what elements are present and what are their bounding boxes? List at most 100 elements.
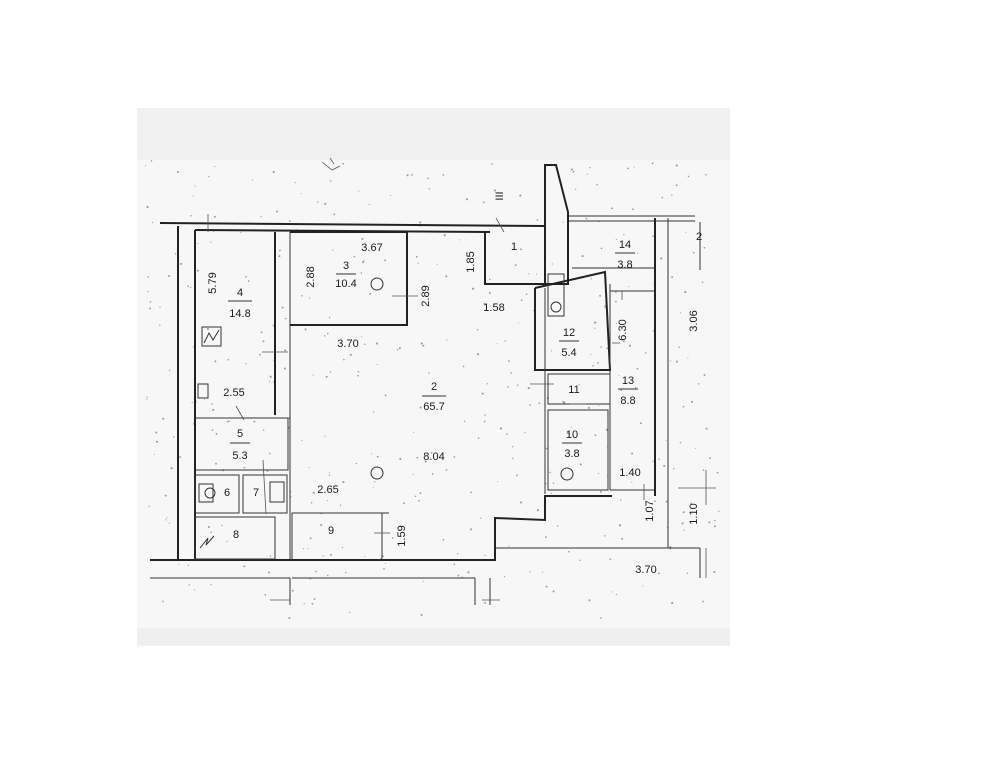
scan-speckle <box>207 525 210 529</box>
scan-speckle <box>411 174 413 176</box>
scan-speckle <box>631 452 634 455</box>
scan-speckle <box>284 317 287 320</box>
scan-speckle <box>587 406 591 409</box>
scan-speckle <box>529 571 531 573</box>
scan-speckle <box>389 194 392 197</box>
scan-speckle <box>361 237 364 240</box>
scan-speckle <box>214 215 216 218</box>
scan-speckle <box>556 525 559 527</box>
scan-speckle <box>309 537 312 540</box>
scan-speckle <box>701 281 704 283</box>
scan-speckle <box>165 519 167 521</box>
scan-speckle <box>563 401 566 404</box>
scan-speckle <box>665 439 667 441</box>
scan-speckle <box>419 492 422 495</box>
scan-speckle <box>172 436 175 438</box>
scan-speckle <box>403 502 406 505</box>
scan-speckle <box>678 346 680 348</box>
dimension-label: 1.85 <box>465 251 477 272</box>
scan-speckle <box>685 232 687 234</box>
scan-speckle <box>644 352 647 354</box>
section-mark: III <box>494 191 506 200</box>
scan-speckle <box>349 353 352 356</box>
scan-speckle <box>357 374 359 377</box>
scan-speckle <box>550 350 553 352</box>
scan-speckle <box>326 574 329 577</box>
scan-speckle <box>529 404 531 406</box>
scan-speckle <box>579 463 582 466</box>
scan-speckle <box>682 405 685 408</box>
scan-speckle <box>657 572 660 575</box>
scan-speckle <box>420 342 423 345</box>
scan-speckle <box>146 205 149 209</box>
scan-speckle <box>562 221 564 223</box>
ceiling-light-icon <box>370 466 384 480</box>
scan-speckle <box>610 207 613 210</box>
scan-speckle <box>146 396 148 398</box>
room-labels: 1 2 65.7 3 10.4 4 14.8 5 5.3 6 7 8 9 10 … <box>224 239 638 541</box>
scan-speckle <box>243 466 246 469</box>
scan-speckle <box>283 367 286 370</box>
scan-speckle <box>445 275 448 278</box>
north-mark-icon <box>321 157 341 171</box>
room-number: 6 <box>224 487 230 499</box>
scan-speckle <box>416 456 419 459</box>
scan-speckle <box>260 331 263 334</box>
scan-speckle <box>153 453 155 455</box>
scan-speckle <box>484 414 486 416</box>
scan-speckle <box>373 411 375 413</box>
scan-speckle <box>520 299 523 302</box>
scan-speckle <box>716 471 719 474</box>
dimension-label: 1.07 <box>644 500 656 521</box>
scan-speckle <box>307 547 309 549</box>
scan-speckle <box>516 384 519 386</box>
vent-icon <box>197 383 209 399</box>
scan-speckle <box>549 471 551 474</box>
scan-speckle <box>588 599 591 602</box>
walls <box>150 215 701 605</box>
room-area: 14.8 <box>229 308 250 320</box>
scan-speckle <box>226 540 228 543</box>
scan-speckle <box>615 291 617 294</box>
scan-speckle <box>358 190 360 192</box>
scan-speckle <box>627 167 630 170</box>
room-number: 11 <box>568 384 579 396</box>
scan-speckle <box>268 452 271 455</box>
scan-speckle <box>652 235 654 238</box>
scan-speckle <box>210 241 212 243</box>
scan-speckle <box>168 370 171 372</box>
electrical-panel-icon <box>201 326 222 347</box>
scan-speckle <box>480 517 482 519</box>
scan-speckle <box>453 563 456 566</box>
scan-speckle <box>604 535 606 537</box>
scan-speckle <box>215 462 217 465</box>
scan-speckle <box>675 164 678 167</box>
scan-speckle <box>496 343 498 345</box>
scan-speckle <box>348 611 351 614</box>
scan-speckle <box>149 301 152 303</box>
scan-speckle <box>590 354 592 356</box>
scan-speckle <box>598 405 600 407</box>
room-number: 8 <box>233 529 239 541</box>
room-area: 65.7 <box>423 401 444 413</box>
scan-speckle <box>671 602 674 605</box>
scan-speckle <box>457 574 460 577</box>
scan-speckle <box>329 180 332 182</box>
scan-speckle <box>276 210 279 213</box>
scan-speckle <box>247 280 250 282</box>
scan-speckle <box>162 417 165 420</box>
scan-speckle <box>481 392 484 395</box>
scan-speckle <box>259 353 261 356</box>
scan-speckle <box>538 402 541 405</box>
dimension-label: 1.10 <box>688 503 700 524</box>
scan-speckle <box>342 162 345 165</box>
scan-speckle <box>376 455 379 458</box>
dimension-label: 3.06 <box>688 310 700 331</box>
scan-speckle <box>384 259 387 262</box>
scan-speckle <box>279 249 281 252</box>
scan-speckle <box>683 529 685 531</box>
scan-speckle <box>442 174 445 176</box>
scan-speckle <box>628 285 630 288</box>
scan-speckle <box>585 217 588 220</box>
